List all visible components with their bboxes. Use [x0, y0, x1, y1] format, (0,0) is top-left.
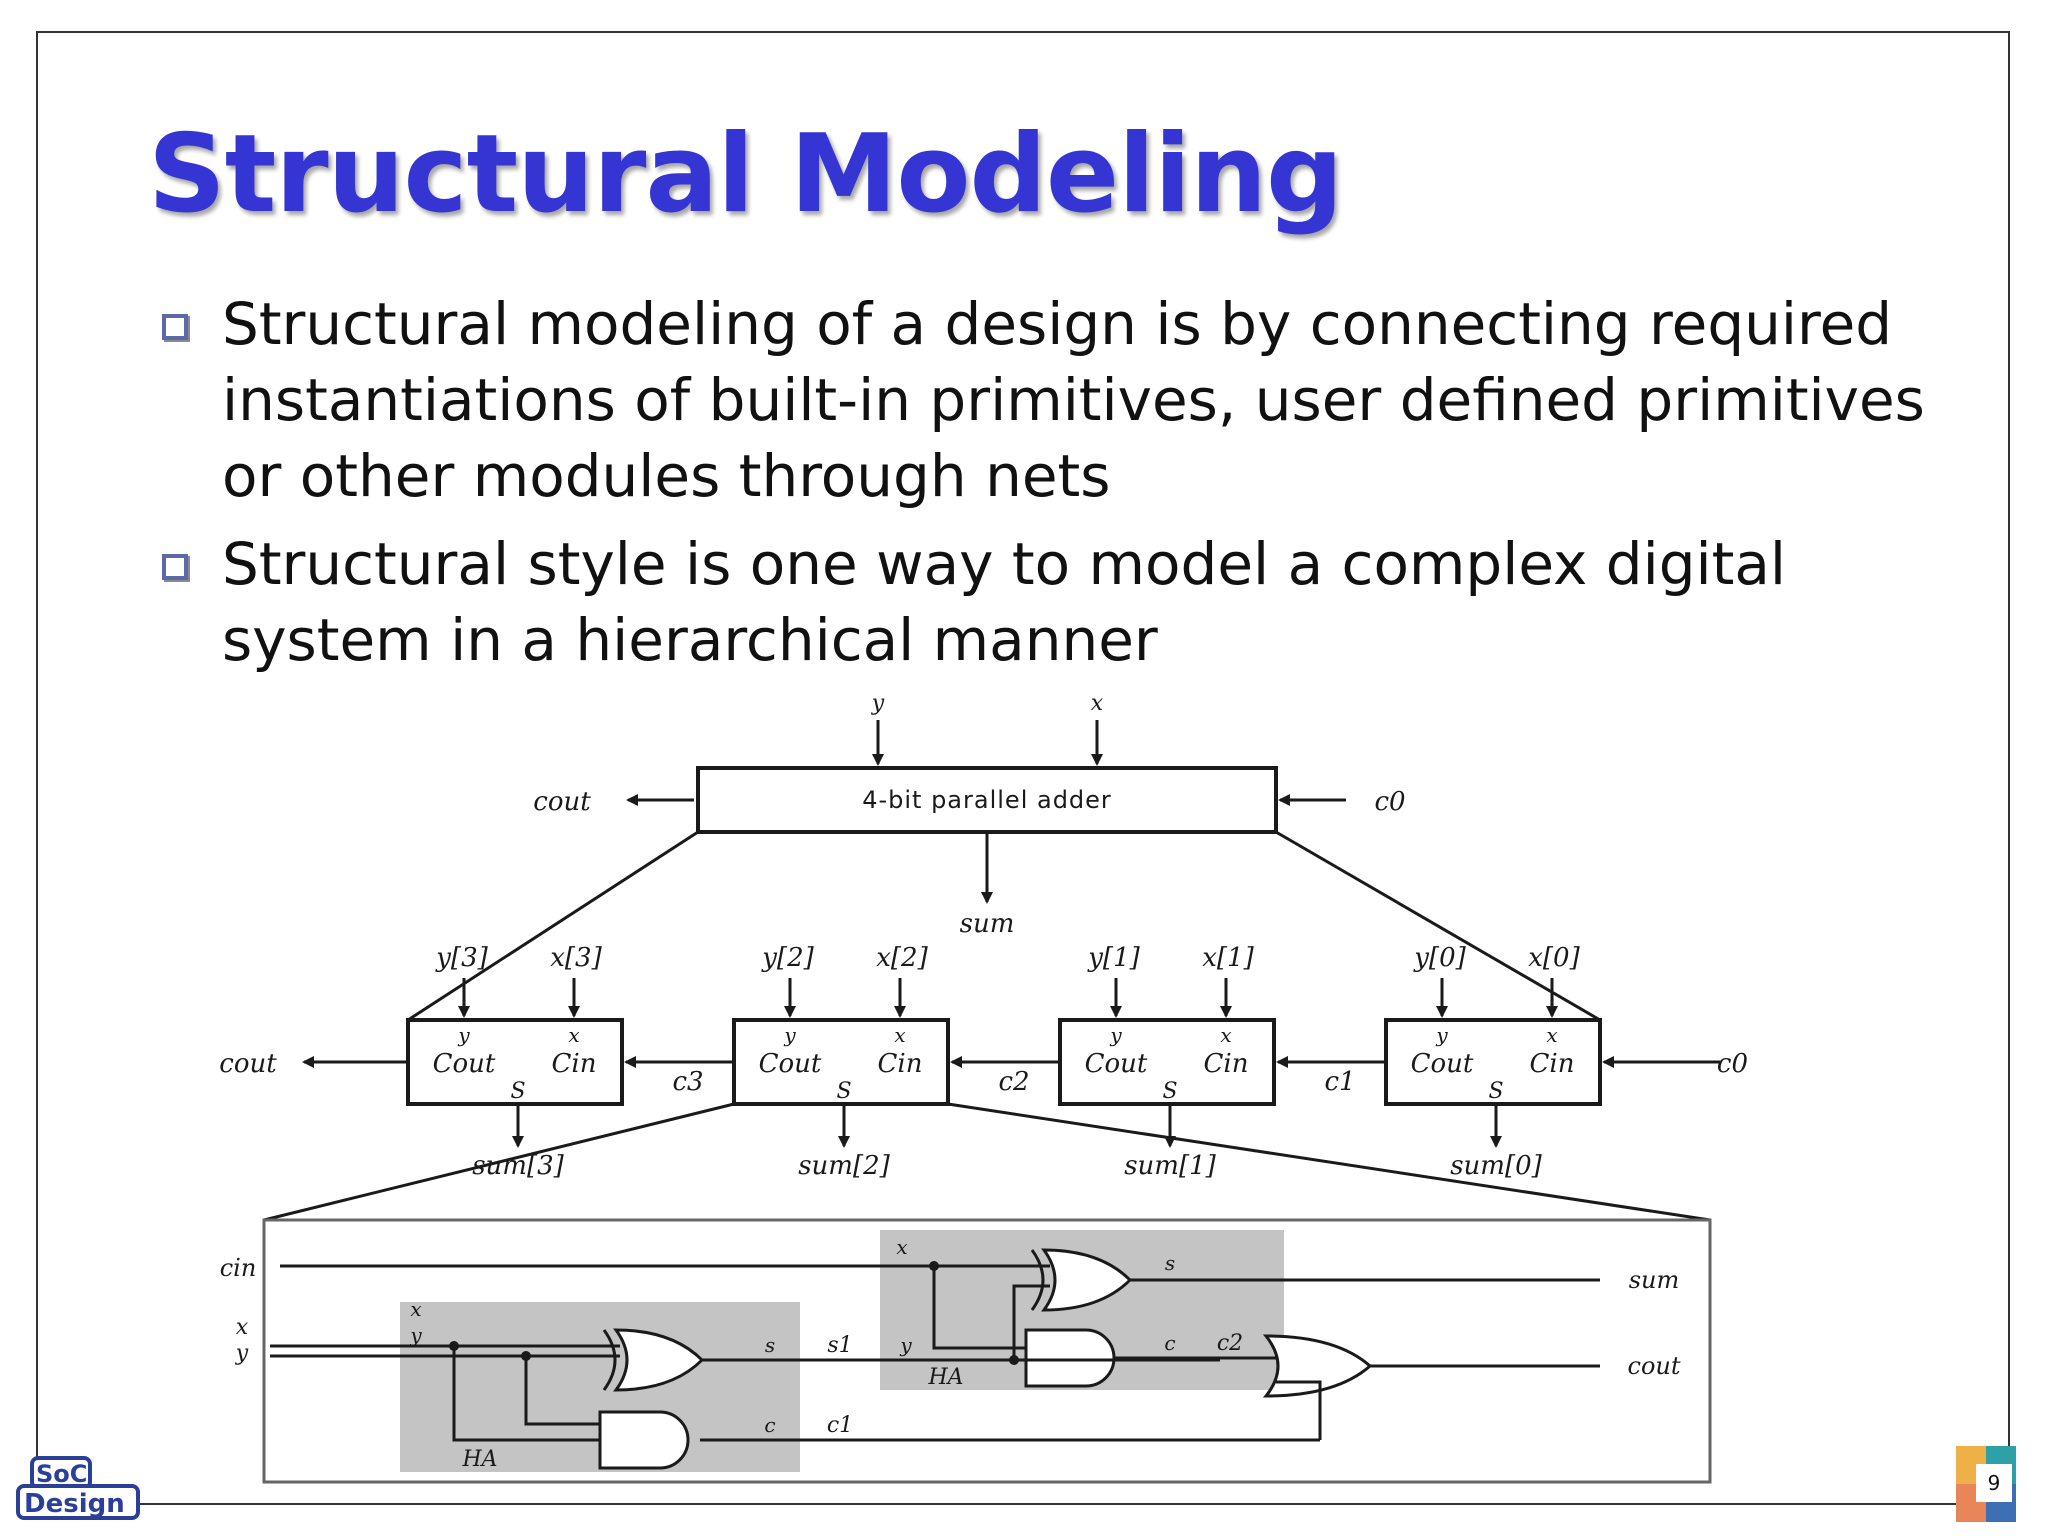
fa-port-cin: Cin [1204, 1049, 1249, 1079]
input-y-label: y [871, 691, 885, 716]
page-number: 9 [1976, 1464, 2012, 1502]
top-sum-label: sum [960, 909, 1015, 939]
fa-port-y: y [1435, 1023, 1448, 1047]
fa-x-input-label: x[1] [1202, 943, 1254, 973]
wire-y-and [524, 1356, 600, 1426]
carry-label: c2 [998, 1067, 1029, 1097]
fa-port-cout: Cout [759, 1049, 822, 1079]
fa-port-cout: Cout [433, 1049, 496, 1079]
fa-port-cin: Cin [552, 1049, 597, 1079]
fa-x-input-label: x[2] [876, 943, 928, 973]
xor-back-curve [1030, 1249, 1045, 1311]
fa-port-y: y [783, 1023, 796, 1047]
bullet-1-line-1: Structural modeling of a design is by co… [222, 290, 1893, 358]
fa-port-s: S [836, 1079, 851, 1104]
svg-text:SoC: SoC [36, 1460, 87, 1488]
input-x-label: x [1091, 691, 1104, 716]
ha2-port-x: x [896, 1235, 907, 1259]
fa-port-y: y [457, 1023, 470, 1047]
wire-x-and [452, 1346, 600, 1442]
fa-y-input-label: y[1] [1087, 943, 1140, 973]
xor-body [1041, 1248, 1133, 1312]
ha1-port-y: y [409, 1323, 422, 1347]
wire-s1-xor [1012, 1284, 1050, 1360]
fa-y-input-label: y[0] [1413, 943, 1466, 973]
ha1-port-s: s [765, 1333, 775, 1357]
fa-y-input-label: y[2] [761, 943, 814, 973]
chain-cout-label: cout [219, 1049, 277, 1079]
carry-label: c3 [672, 1067, 703, 1097]
detail-y-label: y [235, 1341, 249, 1366]
fa-port-s: S [1162, 1079, 1177, 1104]
parallel-adder-label: 4-bit parallel adder [862, 786, 1112, 814]
ha2-port-y: y [899, 1333, 912, 1357]
ha2-label: HA [927, 1365, 963, 1390]
bullet-2-line-1: Structural style is one way to model a c… [222, 530, 1787, 598]
fa-port-x: x [1546, 1023, 1557, 1047]
page-number-badge: 9 [1956, 1446, 2016, 1522]
ha1-label: HA [461, 1447, 497, 1472]
bullet-square-icon [162, 554, 188, 580]
cout-label: cout [1628, 1352, 1681, 1380]
c1-label: c1 [827, 1413, 853, 1438]
fa-sum-label: sum[1] [1124, 1151, 1216, 1181]
carry-label: c1 [1324, 1067, 1355, 1097]
fa-sum-label: sum[0] [1450, 1151, 1542, 1181]
bullet-1-line-3: or other modules through nets [222, 442, 1111, 510]
expand-left [407, 830, 699, 1022]
detail-expand-right [947, 1102, 1711, 1222]
or-gate [1262, 1334, 1373, 1398]
fa-port-cout: Cout [1085, 1049, 1148, 1079]
top-cout-label: cout [533, 787, 591, 817]
bullet-1-line-2: instantiations of built-in primitives, u… [222, 366, 1925, 434]
fa-x-input-label: x[0] [1528, 943, 1580, 973]
fa-x-input-label: x[3] [550, 943, 602, 973]
c2-label: c2 [1217, 1331, 1243, 1356]
bullet-2-line-2: system in a hierarchical manner [222, 606, 1158, 674]
ha1-and-gate [598, 1410, 690, 1470]
s1-label: s1 [827, 1333, 852, 1358]
ha2-and-gate [1024, 1328, 1116, 1388]
ha2-port-s: s [1165, 1251, 1175, 1275]
chain-cin-label: c0 [1717, 1049, 1748, 1079]
wire-c1-or [1276, 1380, 1322, 1440]
svg-text:Design: Design [24, 1489, 125, 1519]
detail-frame [262, 1218, 1712, 1484]
wire-cin-and [932, 1266, 1026, 1350]
detail-expand-left [263, 1102, 735, 1222]
fa-y-input-label: y[3] [435, 943, 488, 973]
slide-title: Structural Modeling [148, 112, 1343, 237]
expand-right [1275, 830, 1601, 1022]
fa-port-s: S [1488, 1079, 1503, 1104]
ha1-port-c: c [764, 1413, 775, 1437]
ha2-xor-gate [1030, 1248, 1133, 1312]
fa-port-cin: Cin [878, 1049, 923, 1079]
detail-cin-label: cin [220, 1254, 257, 1282]
xor-body [613, 1328, 705, 1392]
ha1-port-x: x [410, 1297, 421, 1321]
soc-design-logo: SoC Design [14, 1452, 146, 1526]
xor-back-curve [602, 1329, 617, 1391]
ha1-xor-gate [602, 1328, 705, 1392]
fa-sum-label: sum[3] [472, 1151, 564, 1181]
detail-x-label: x [236, 1315, 249, 1340]
top-cin-label: c0 [1374, 787, 1405, 817]
fa-port-x: x [1220, 1023, 1231, 1047]
ha2-port-c: c [1164, 1331, 1175, 1355]
bullet-square-icon [162, 314, 188, 340]
fa-port-x: x [894, 1023, 905, 1047]
fa-port-y: y [1109, 1023, 1122, 1047]
fa-port-cin: Cin [1530, 1049, 1575, 1079]
fa-port-x: x [568, 1023, 579, 1047]
fa-sum-label: sum[2] [798, 1151, 890, 1181]
fa-port-s: S [510, 1079, 525, 1104]
fa-port-cout: Cout [1411, 1049, 1474, 1079]
sum-label: sum [1629, 1266, 1680, 1294]
